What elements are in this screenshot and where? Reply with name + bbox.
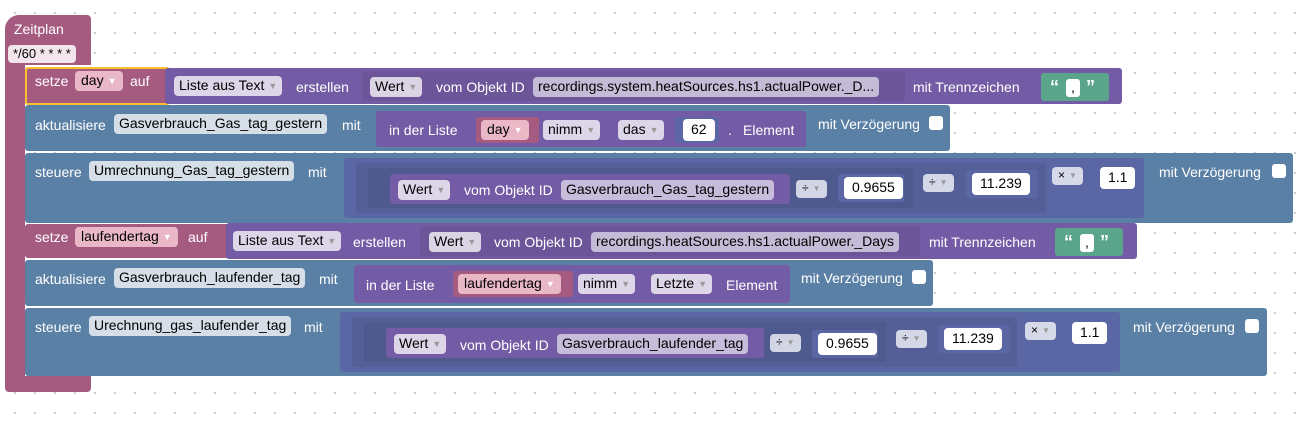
from-object-label: vom Objekt ID [436,79,525,95]
chevron-down-icon: ▼ [436,185,446,195]
delay-checkbox[interactable] [912,270,926,284]
control-label: steuere [35,164,82,180]
value-dropdown[interactable]: Wert▼ [398,180,451,200]
object-id-field[interactable]: recordings.system.heatSources.hs1.actual… [533,77,880,97]
position-dropdown[interactable]: Letzte▼ [651,274,713,294]
quote-close-icon: ” [1086,77,1095,97]
number-field-11.239[interactable]: 11.239 [944,328,1002,350]
chevron-down-icon: ▼ [467,237,477,247]
variable-day-ref[interactable]: day▼ [481,120,529,140]
number-field-0.9655[interactable]: 0.9655 [844,177,903,199]
auf-label: auf [188,229,208,245]
control-target-field[interactable]: Umrechnung_Gas_tag_gestern [89,161,295,181]
chevron-down-icon: ▼ [268,81,278,91]
object-id-field[interactable]: recordings.heatSources.hs1.actualPower._… [591,232,900,252]
multiply-operator-dropdown[interactable]: ×▼ [1025,322,1056,340]
take-mode-dropdown[interactable]: nimm▼ [578,274,636,294]
create-label: erstellen [353,234,406,250]
mit-label: mit [342,117,361,133]
chevron-down-icon: ▼ [586,125,596,135]
set-label: setze [35,73,69,89]
control-label: steuere [35,319,82,335]
element-label: Element [726,277,778,293]
update-label: aktualisiere [35,271,106,287]
auf-label: auf [130,73,150,89]
divide-operator-dropdown[interactable]: ÷▼ [896,330,927,348]
variable-laufendertag-dropdown[interactable]: laufendertag▼ [75,227,178,247]
chevron-down-icon: ▼ [513,125,523,135]
divide-operator-dropdown[interactable]: ÷▼ [923,174,954,192]
create-label: erstellen [296,79,349,95]
control-target-field[interactable]: Urechnung_gas_laufender_tag [89,316,292,336]
chevron-down-icon: ▼ [545,279,555,289]
separator-field[interactable]: , [1080,234,1094,252]
mit-label: mit [319,271,338,287]
variable-laufendertag-ref[interactable]: laufendertag▼ [458,274,561,294]
number-field-0.9655[interactable]: 0.9655 [818,333,877,355]
chevron-down-icon: ▼ [812,184,821,193]
from-object-label: vom Objekt ID [494,234,583,250]
divide-operator-dropdown[interactable]: ÷▼ [770,334,801,352]
update-target-field[interactable]: Gasverbrauch_laufender_tag [114,268,306,288]
update-target-field[interactable]: Gasverbrauch_Gas_tag_gestern [114,114,328,134]
chevron-down-icon: ▼ [912,334,921,343]
multiply-operator-dropdown[interactable]: ×▼ [1052,167,1083,185]
in-list-label: in der Liste [389,122,458,138]
delay-label: mit Verzögerung [818,116,920,132]
position-dropdown[interactable]: das▼ [618,120,664,140]
delay-checkbox[interactable] [929,116,943,130]
delay-checkbox[interactable] [1272,164,1286,178]
variable-day-dropdown[interactable]: day▼ [75,71,123,91]
chevron-down-icon: ▼ [786,338,795,347]
chevron-down-icon: ▼ [1042,326,1050,335]
number-field-11.239[interactable]: 11.239 [972,173,1030,195]
delay-label: mit Verzögerung [1133,319,1235,335]
object-id-field[interactable]: Gasverbrauch_laufender_tag [557,334,749,354]
mit-label: mit [308,164,327,180]
quote-open-icon: “ [1050,77,1059,97]
from-object-label: vom Objekt ID [464,182,553,198]
value-dropdown[interactable]: Wert▼ [370,77,423,97]
number-field-1.1[interactable]: 1.1 [1072,322,1108,344]
chevron-down-icon: ▼ [698,279,708,289]
from-object-label: vom Objekt ID [460,337,549,353]
delay-label: mit Verzögerung [1159,164,1261,180]
separator-label: mit Trennzeichen [913,79,1020,95]
quote-close-icon: ” [1100,232,1109,252]
separator-field[interactable]: , [1066,79,1080,97]
value-dropdown[interactable]: Wert▼ [394,334,447,354]
chevron-down-icon: ▼ [432,339,442,349]
index-number-field[interactable]: 62 [683,119,715,141]
update-label: aktualisiere [35,117,106,133]
chevron-down-icon: ▼ [107,76,117,86]
separator-label: mit Trennzeichen [929,234,1036,250]
quote-open-icon: “ [1064,232,1073,252]
chevron-down-icon: ▼ [327,236,337,246]
list-mode-dropdown[interactable]: Liste aus Text▼ [174,76,283,96]
chevron-down-icon: ▼ [621,279,631,289]
schedule-block-spine [5,60,25,380]
delay-checkbox[interactable] [1245,319,1259,333]
chevron-down-icon: ▼ [649,125,659,135]
dot-label: . [728,122,732,138]
in-list-label: in der Liste [366,277,435,293]
divide-operator-dropdown[interactable]: ÷▼ [796,180,827,198]
delay-label: mit Verzögerung [801,270,903,286]
value-dropdown[interactable]: Wert▼ [429,232,482,252]
chevron-down-icon: ▼ [939,178,948,187]
mit-label: mit [304,319,323,335]
schedule-block-foot [5,376,91,392]
chevron-down-icon: ▼ [1069,171,1077,180]
chevron-down-icon: ▼ [408,82,418,92]
number-field-1.1[interactable]: 1.1 [1100,167,1136,189]
object-id-field[interactable]: Gasverbrauch_Gas_tag_gestern [561,180,775,200]
set-label: setze [35,229,69,245]
element-label: Element [743,122,795,138]
take-mode-dropdown[interactable]: nimm▼ [543,120,601,140]
schedule-title: Zeitplan [14,21,64,37]
list-mode-dropdown[interactable]: Liste aus Text▼ [233,231,342,251]
chevron-down-icon: ▼ [162,232,172,242]
cron-field[interactable]: */60 * * * * [8,45,76,63]
